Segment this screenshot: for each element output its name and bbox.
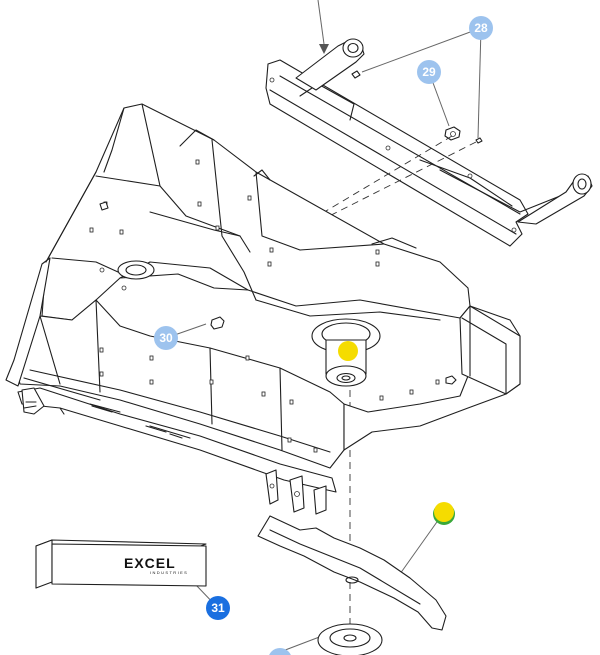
spindle-washer bbox=[317, 623, 383, 655]
bracket-fasteners bbox=[351, 70, 483, 144]
decal-sub: INDUSTRIES bbox=[150, 570, 188, 575]
callout-31-label: 31 bbox=[211, 601, 225, 615]
callout-29[interactable]: 29 bbox=[417, 60, 441, 84]
mower-blade bbox=[257, 515, 447, 631]
decal-box: EXCEL INDUSTRIES bbox=[35, 539, 207, 589]
deck-slots bbox=[89, 159, 440, 453]
callout-29-label: 29 bbox=[422, 65, 436, 79]
decal-brand: EXCEL bbox=[124, 555, 176, 571]
callout-32[interactable]: 32 bbox=[268, 648, 292, 655]
callout-30[interactable]: 30 bbox=[154, 326, 178, 350]
highlight-marker[interactable] bbox=[338, 341, 358, 361]
mower-deck bbox=[5, 103, 521, 515]
mounting-bracket bbox=[265, 38, 593, 247]
arrow-head bbox=[319, 44, 329, 54]
highlight-marker-ringed[interactable] bbox=[433, 502, 455, 525]
callout-30-label: 30 bbox=[159, 331, 173, 345]
callout-28[interactable]: 28 bbox=[469, 16, 493, 40]
callout-32-label: 32 bbox=[273, 653, 287, 655]
callout-31[interactable]: 31 bbox=[206, 596, 230, 620]
callout-28-label: 28 bbox=[474, 21, 488, 35]
